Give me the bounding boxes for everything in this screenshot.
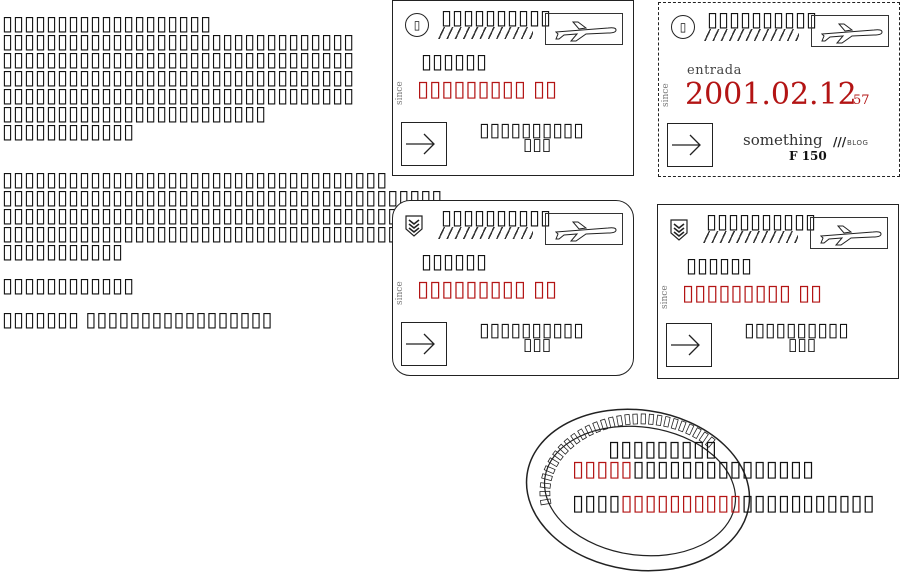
since-label: since	[660, 285, 670, 309]
circle-logo-icon: ▯	[405, 13, 429, 37]
card-brand: ▯▯▯▯▯▯▯▯▯▯	[441, 205, 552, 229]
card-brand: ▯▯▯▯▯▯▯▯▯▯	[706, 209, 817, 233]
card-label: ▯▯▯▯▯▯	[686, 253, 753, 277]
hatch-pattern	[702, 231, 798, 243]
ticket-card-3[interactable]: ▯▯▯▯▯▯▯▯▯▯ ▯▯▯▯▯▯ since ▯▯▯▯▯▯▯▯▯ ▯▯ ▯▯▯…	[392, 200, 634, 376]
arrow-right-icon[interactable]	[666, 323, 712, 367]
arrow-right-icon[interactable]	[667, 123, 713, 167]
text-block-3: ▯▯▯▯▯▯▯▯▯▯▯▯	[2, 273, 135, 297]
hatch-pattern	[437, 27, 533, 39]
card-label: ▯▯▯▯▯▯	[421, 249, 488, 273]
arrow-right-icon[interactable]	[401, 322, 447, 366]
stamp-black-text: ▯▯▯▯▯▯▯▯▯▯▯	[741, 491, 875, 516]
card-date: 2001.02.12	[685, 77, 857, 112]
hatch-pattern	[437, 227, 533, 239]
card-sub-label: ▯▯▯	[523, 335, 552, 355]
airplane-icon	[810, 217, 888, 249]
card-date: ▯▯▯▯▯▯▯▯▯ ▯▯	[417, 277, 558, 302]
since-label: since	[395, 281, 405, 305]
stamp-line-1: ▯▯▯▯▯▯▯▯▯	[608, 437, 717, 462]
card-label: ▯▯▯▯▯▯	[421, 49, 488, 73]
text-block-2: ▯▯▯▯▯▯▯▯▯▯▯▯▯▯▯▯▯▯▯▯▯▯▯▯▯▯▯▯▯▯▯▯▯▯▯ ▯▯▯▯…	[2, 167, 509, 263]
entrada-label: entrada	[687, 63, 742, 78]
stamp-rings: ▯▯▯▯▯▯▯▯▯▯▯▯▯▯▯▯▯▯▯▯▯▯▯▯▯▯▯▯	[525, 408, 751, 572]
stamp-red-text: ▯▯▯▯▯	[572, 457, 633, 482]
stamp-line-3: ▯▯▯▯▯▯▯▯▯▯▯▯▯▯▯▯▯▯▯▯▯▯▯▯▯	[572, 491, 875, 516]
ticket-card-4[interactable]: ▯▯▯▯▯▯▯▯▯▯ ▯▯▯▯▯▯ since ▯▯▯▯▯▯▯▯▯ ▯▯ ▯▯▯…	[657, 204, 899, 379]
airplane-icon	[545, 13, 623, 45]
stamp-black-text: ▯▯▯▯▯▯▯▯▯▯▯▯▯▯▯	[632, 457, 815, 482]
card-bottom-label: ▯▯▯▯▯▯▯▯▯▯	[479, 119, 584, 141]
something-logo: something	[743, 131, 823, 149]
slashes-mark: ///	[833, 135, 847, 149]
card-brand: ▯▯▯▯▯▯▯▯▯▯	[441, 5, 552, 29]
hatch-pattern	[703, 29, 799, 41]
since-label: since	[661, 83, 671, 107]
card-date: ▯▯▯▯▯▯▯▯▯ ▯▯	[417, 77, 558, 102]
chevron-badge-icon	[670, 219, 688, 241]
circle-logo-icon: ▯	[671, 15, 695, 39]
oval-stamp: ▯▯▯▯▯▯▯▯▯▯▯▯▯▯▯▯▯▯▯▯▯▯▯▯▯▯▯▯ ▯▯▯▯▯▯▯▯▯ ▯…	[520, 405, 875, 575]
text-block-1: ▯▯▯▯▯▯▯▯▯▯▯▯▯▯▯▯▯▯▯ ▯▯▯▯▯▯▯▯▯▯▯▯▯▯▯▯▯▯▯▯…	[2, 11, 361, 143]
blog-label: BLOG	[847, 139, 869, 147]
text-block-4: ▯▯▯▯▯▯▯ ▯▯▯▯▯▯▯▯▯▯▯▯▯▯▯▯▯	[2, 307, 273, 331]
card-sub-label: ▯▯▯	[523, 135, 552, 155]
f150-label: F 150	[789, 149, 827, 163]
arrow-right-icon[interactable]	[401, 122, 447, 166]
airplane-icon	[545, 213, 623, 245]
card-bottom-label: ▯▯▯▯▯▯▯▯▯▯	[744, 319, 849, 341]
date-superscript: 57	[853, 93, 870, 108]
ticket-card-1[interactable]: ▯ ▯▯▯▯▯▯▯▯▯▯ ▯▯▯▯▯▯ since ▯▯▯▯▯▯▯▯▯ ▯▯ ▯…	[392, 0, 634, 176]
card-bottom-label: ▯▯▯▯▯▯▯▯▯▯	[479, 319, 584, 341]
card-brand: ▯▯▯▯▯▯▯▯▯▯	[707, 7, 818, 31]
card-date: ▯▯▯▯▯▯▯▯▯ ▯▯	[682, 281, 823, 306]
chevron-badge-icon	[405, 215, 423, 237]
ticket-card-2[interactable]: ▯ ▯▯▯▯▯▯▯▯▯▯ entrada since 2001.02.12 57…	[658, 2, 900, 177]
stamp-line-2: ▯▯▯▯▯▯▯▯▯▯▯▯▯▯▯▯▯▯▯▯	[572, 457, 814, 482]
since-label: since	[395, 81, 405, 105]
airplane-icon	[811, 15, 889, 47]
stamp-red-text: ▯▯▯▯▯▯▯▯▯▯	[620, 491, 742, 516]
card-sub-label: ▯▯▯	[788, 335, 817, 355]
stamp-black-text: ▯▯▯▯	[572, 491, 621, 516]
